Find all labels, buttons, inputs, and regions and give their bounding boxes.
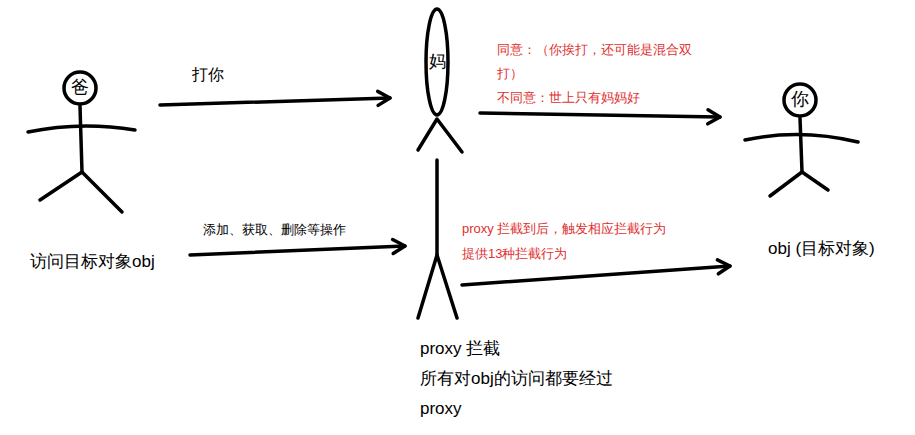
edge-label: 打你 (192, 63, 224, 87)
body-line (800, 118, 802, 172)
disagree-note: 不同意：世上只有妈妈好 (497, 86, 640, 110)
dad-head: 爸 (62, 70, 98, 106)
legs-line (770, 172, 828, 196)
arrow-line (462, 266, 730, 285)
node-text: 爸 (71, 78, 89, 98)
target-caption: obj (目标对象) (768, 237, 875, 261)
mom-proxy-figure (418, 119, 462, 318)
edge-label: 同意：（你挨打，还可能是混合双打） (497, 38, 697, 86)
arrow-line (480, 113, 720, 117)
arrow-head (717, 260, 730, 274)
you-head: 你 (782, 82, 818, 118)
arrow-connector (480, 110, 720, 124)
head-outline (782, 82, 818, 118)
arms-line (745, 134, 858, 142)
body-line (435, 160, 439, 255)
arrow-head (393, 240, 405, 254)
intercept-arrow (462, 260, 730, 285)
mom-head: 妈 (424, 7, 450, 117)
node-text: 妈 (429, 53, 446, 72)
node-text: 你 (791, 90, 809, 110)
you-figure (745, 118, 858, 196)
arrow-connector (160, 91, 390, 105)
body-line (80, 106, 82, 172)
head-outline (424, 7, 450, 117)
head-outline (62, 70, 98, 106)
operation-label: 添加、获取、删除等操作 (203, 218, 346, 242)
proxy-caption: proxy 拦截 (420, 337, 500, 361)
head-outline (784, 84, 816, 116)
head-outline (426, 9, 448, 115)
head-outline (64, 72, 96, 104)
proxy-caption: proxy (420, 397, 462, 421)
arrow-head (708, 110, 720, 124)
legs-line (40, 172, 122, 212)
arms-line (418, 119, 462, 152)
intercept-note: 提供13种拦截行为 (462, 242, 567, 266)
proxy-caption: 所有对obj的访问都要经过 (420, 367, 613, 391)
source-caption: 访问目标对象obj (30, 250, 155, 274)
arrow-head (378, 91, 390, 105)
access-arrow (190, 240, 405, 256)
arrow-line (190, 246, 405, 255)
legs-line (418, 255, 457, 318)
arrow-line (160, 98, 390, 105)
arms-line (28, 126, 135, 132)
dad-figure (28, 106, 135, 212)
intercept-note: proxy 拦截到后，触发相应拦截行为 (462, 217, 666, 241)
